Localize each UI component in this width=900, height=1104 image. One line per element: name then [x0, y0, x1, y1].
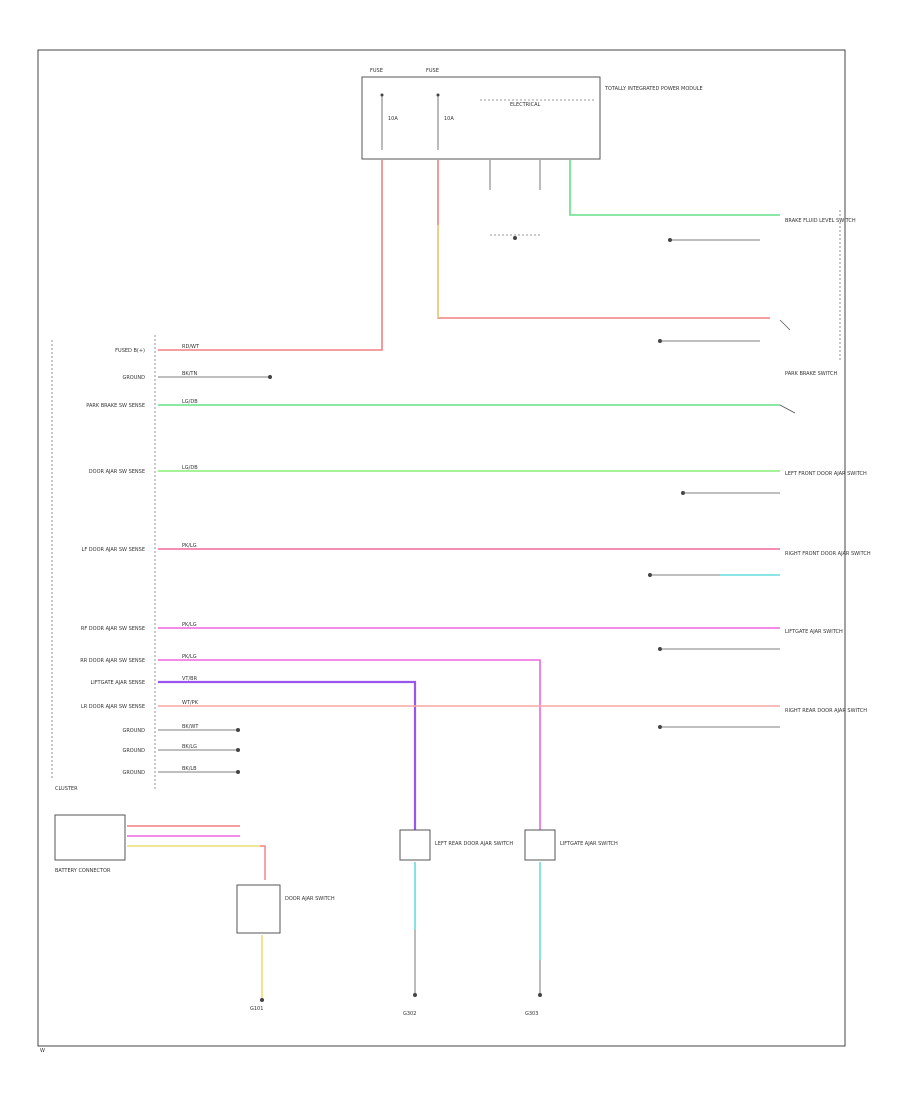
power-module-title: ELECTRICAL: [510, 102, 541, 108]
row-label: GROUND: [122, 375, 145, 381]
wire-top-green: [569, 160, 780, 216]
cluster-label: CLUSTER: [55, 786, 78, 792]
power-module-box: [361, 76, 601, 160]
right-label: RIGHT FRONT DOOR AJAR SWITCH: [785, 551, 871, 557]
bottom-component-ground: G303: [525, 1011, 538, 1017]
wire-codes: RD/WT BK/TN LG/DB LG/DB PK/LG PK/LG PK/L…: [182, 344, 200, 772]
wire-code: BK/LB: [182, 766, 197, 772]
row-label: LF DOOR AJAR SW SENSE: [82, 547, 145, 553]
wire-fused-b-plus: [158, 160, 383, 351]
wire-code: LG/DB: [182, 399, 198, 405]
row-label: GROUND: [122, 770, 145, 776]
diagram-frame: [37, 49, 846, 1047]
row-label: LIFTGATE AJAR SENSE: [90, 680, 145, 686]
wire-code: BK/LG: [182, 744, 197, 750]
wire-code: VT/BR: [182, 676, 198, 682]
row-label: RR DOOR AJAR SW SENSE: [80, 658, 145, 664]
battery-connector-label: BATTERY CONNECTOR: [55, 868, 111, 874]
right-label: LIFTGATE AJAR SWITCH: [785, 629, 843, 635]
door-ajar-switch-box: [236, 884, 281, 934]
wire-liftgate-ajar: [158, 680, 417, 830]
wire-code: BK/WT: [182, 724, 199, 730]
battery-connector-box: [54, 814, 126, 861]
liftgate-switch-box: [524, 829, 556, 861]
row-labels: FUSED B(+) GROUND PARK BRAKE SW SENSE DO…: [80, 348, 145, 776]
fuse-b-label: FUSE: [426, 68, 439, 74]
row-label: FUSED B(+): [115, 348, 145, 354]
wire-code: PK/LG: [182, 543, 197, 549]
page-code: W: [40, 1048, 45, 1054]
bottom-component-ground: G101: [250, 1006, 263, 1012]
wire-code: PK/LG: [182, 622, 197, 628]
right-label: BRAKE FLUID LEVEL SWITCH: [785, 218, 856, 224]
bottom-component-ground: G302: [403, 1011, 416, 1017]
right-label: RIGHT REAR DOOR AJAR SWITCH: [785, 708, 867, 714]
fuse-a-label: FUSE: [370, 68, 383, 74]
power-module-side-note: TOTALLY INTEGRATED POWER MODULE: [604, 86, 703, 92]
bottom-component-label: DOOR AJAR SWITCH: [285, 896, 335, 902]
wire-code: WT/PK: [182, 700, 199, 706]
right-label: PARK BRAKE SWITCH: [785, 371, 837, 377]
wire-code: LG/DB: [182, 465, 198, 471]
left-rear-door-switch-box: [399, 829, 431, 861]
right-component-labels: BRAKE FLUID LEVEL SWITCH PARK BRAKE SWIT…: [785, 218, 871, 714]
wire-top-red-right: [437, 160, 770, 319]
fuse-a-value: 10A: [388, 116, 398, 122]
row-label: GROUND: [122, 728, 145, 734]
fuse-b-value: 10A: [444, 116, 454, 122]
wire-code: RD/WT: [182, 344, 200, 350]
row-label: RF DOOR AJAR SW SENSE: [81, 626, 145, 632]
row-label: DOOR AJAR SW SENSE: [89, 469, 145, 475]
wire-code: BK/TN: [182, 371, 197, 377]
wire-code: PK/LG: [182, 654, 197, 660]
bottom-component-label: LEFT REAR DOOR AJAR SWITCH: [435, 841, 513, 847]
right-label: LEFT FRONT DOOR AJAR SWITCH: [785, 471, 867, 477]
wire-rr-door-ajar: [158, 659, 541, 830]
row-label: LR DOOR AJAR SW SENSE: [81, 704, 145, 710]
row-label: GROUND: [122, 748, 145, 754]
bottom-component-label: LIFTGATE AJAR SWITCH: [560, 841, 618, 847]
row-label: PARK BRAKE SW SENSE: [86, 403, 145, 409]
